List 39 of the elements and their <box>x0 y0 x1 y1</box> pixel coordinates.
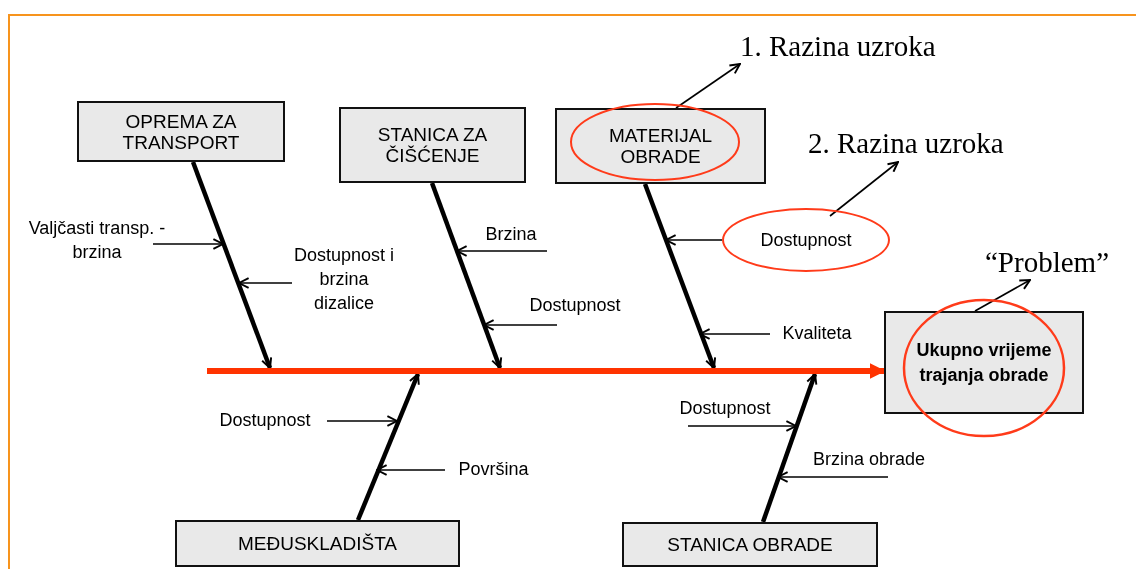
arrow <box>376 464 446 476</box>
cause-label: Dostupnost i brzina dizalice <box>292 243 396 328</box>
arrow <box>687 420 797 432</box>
annotation-text: 2. Razina uzroka <box>808 124 1033 162</box>
arrow <box>777 471 889 483</box>
bone-arrow <box>760 373 818 523</box>
cause-box: MEĐUSKLADIŠTA <box>175 520 460 567</box>
bone-arrow <box>429 182 503 369</box>
cause-label: Kvaliteta <box>770 321 864 347</box>
cause-label: Dostupnost <box>203 408 327 434</box>
spine-bar <box>207 368 862 374</box>
cause-label: Valjčasti transp. - brzina <box>12 216 182 272</box>
cause-label: Površina <box>445 457 542 483</box>
cause-box: OPREMA ZA TRANSPORT <box>77 101 285 162</box>
cause-label: Brzina <box>475 222 547 248</box>
arrow <box>483 319 558 331</box>
arrow <box>456 245 548 257</box>
annotation-text: “Problem” <box>985 244 1125 280</box>
arrow <box>699 328 771 340</box>
cause-box: STANICA OBRADE <box>622 522 878 567</box>
arrow <box>829 161 899 217</box>
spine-arrow <box>862 363 886 379</box>
arrow <box>665 234 723 246</box>
cause-label: Brzina obrade <box>793 447 945 477</box>
arrow <box>152 238 224 250</box>
arrow <box>675 63 741 109</box>
arrow <box>238 277 293 289</box>
cause-box: STANICA ZA ČIŠĆENJE <box>339 107 526 183</box>
cause-label: Dostupnost <box>663 396 787 426</box>
cause-label: Dostupnost <box>722 208 890 272</box>
bone-arrow <box>642 183 717 369</box>
arrow <box>974 279 1031 312</box>
bone-arrow <box>190 161 273 369</box>
annotation-text: 1. Razina uzroka <box>740 28 970 64</box>
cause-label: Dostupnost <box>513 293 637 325</box>
cause-box: MATERIJAL OBRADE <box>555 108 766 184</box>
bone-arrow <box>355 373 421 521</box>
arrow <box>326 415 398 427</box>
problem-box: Ukupno vrijeme trajanja obrade <box>884 311 1084 414</box>
